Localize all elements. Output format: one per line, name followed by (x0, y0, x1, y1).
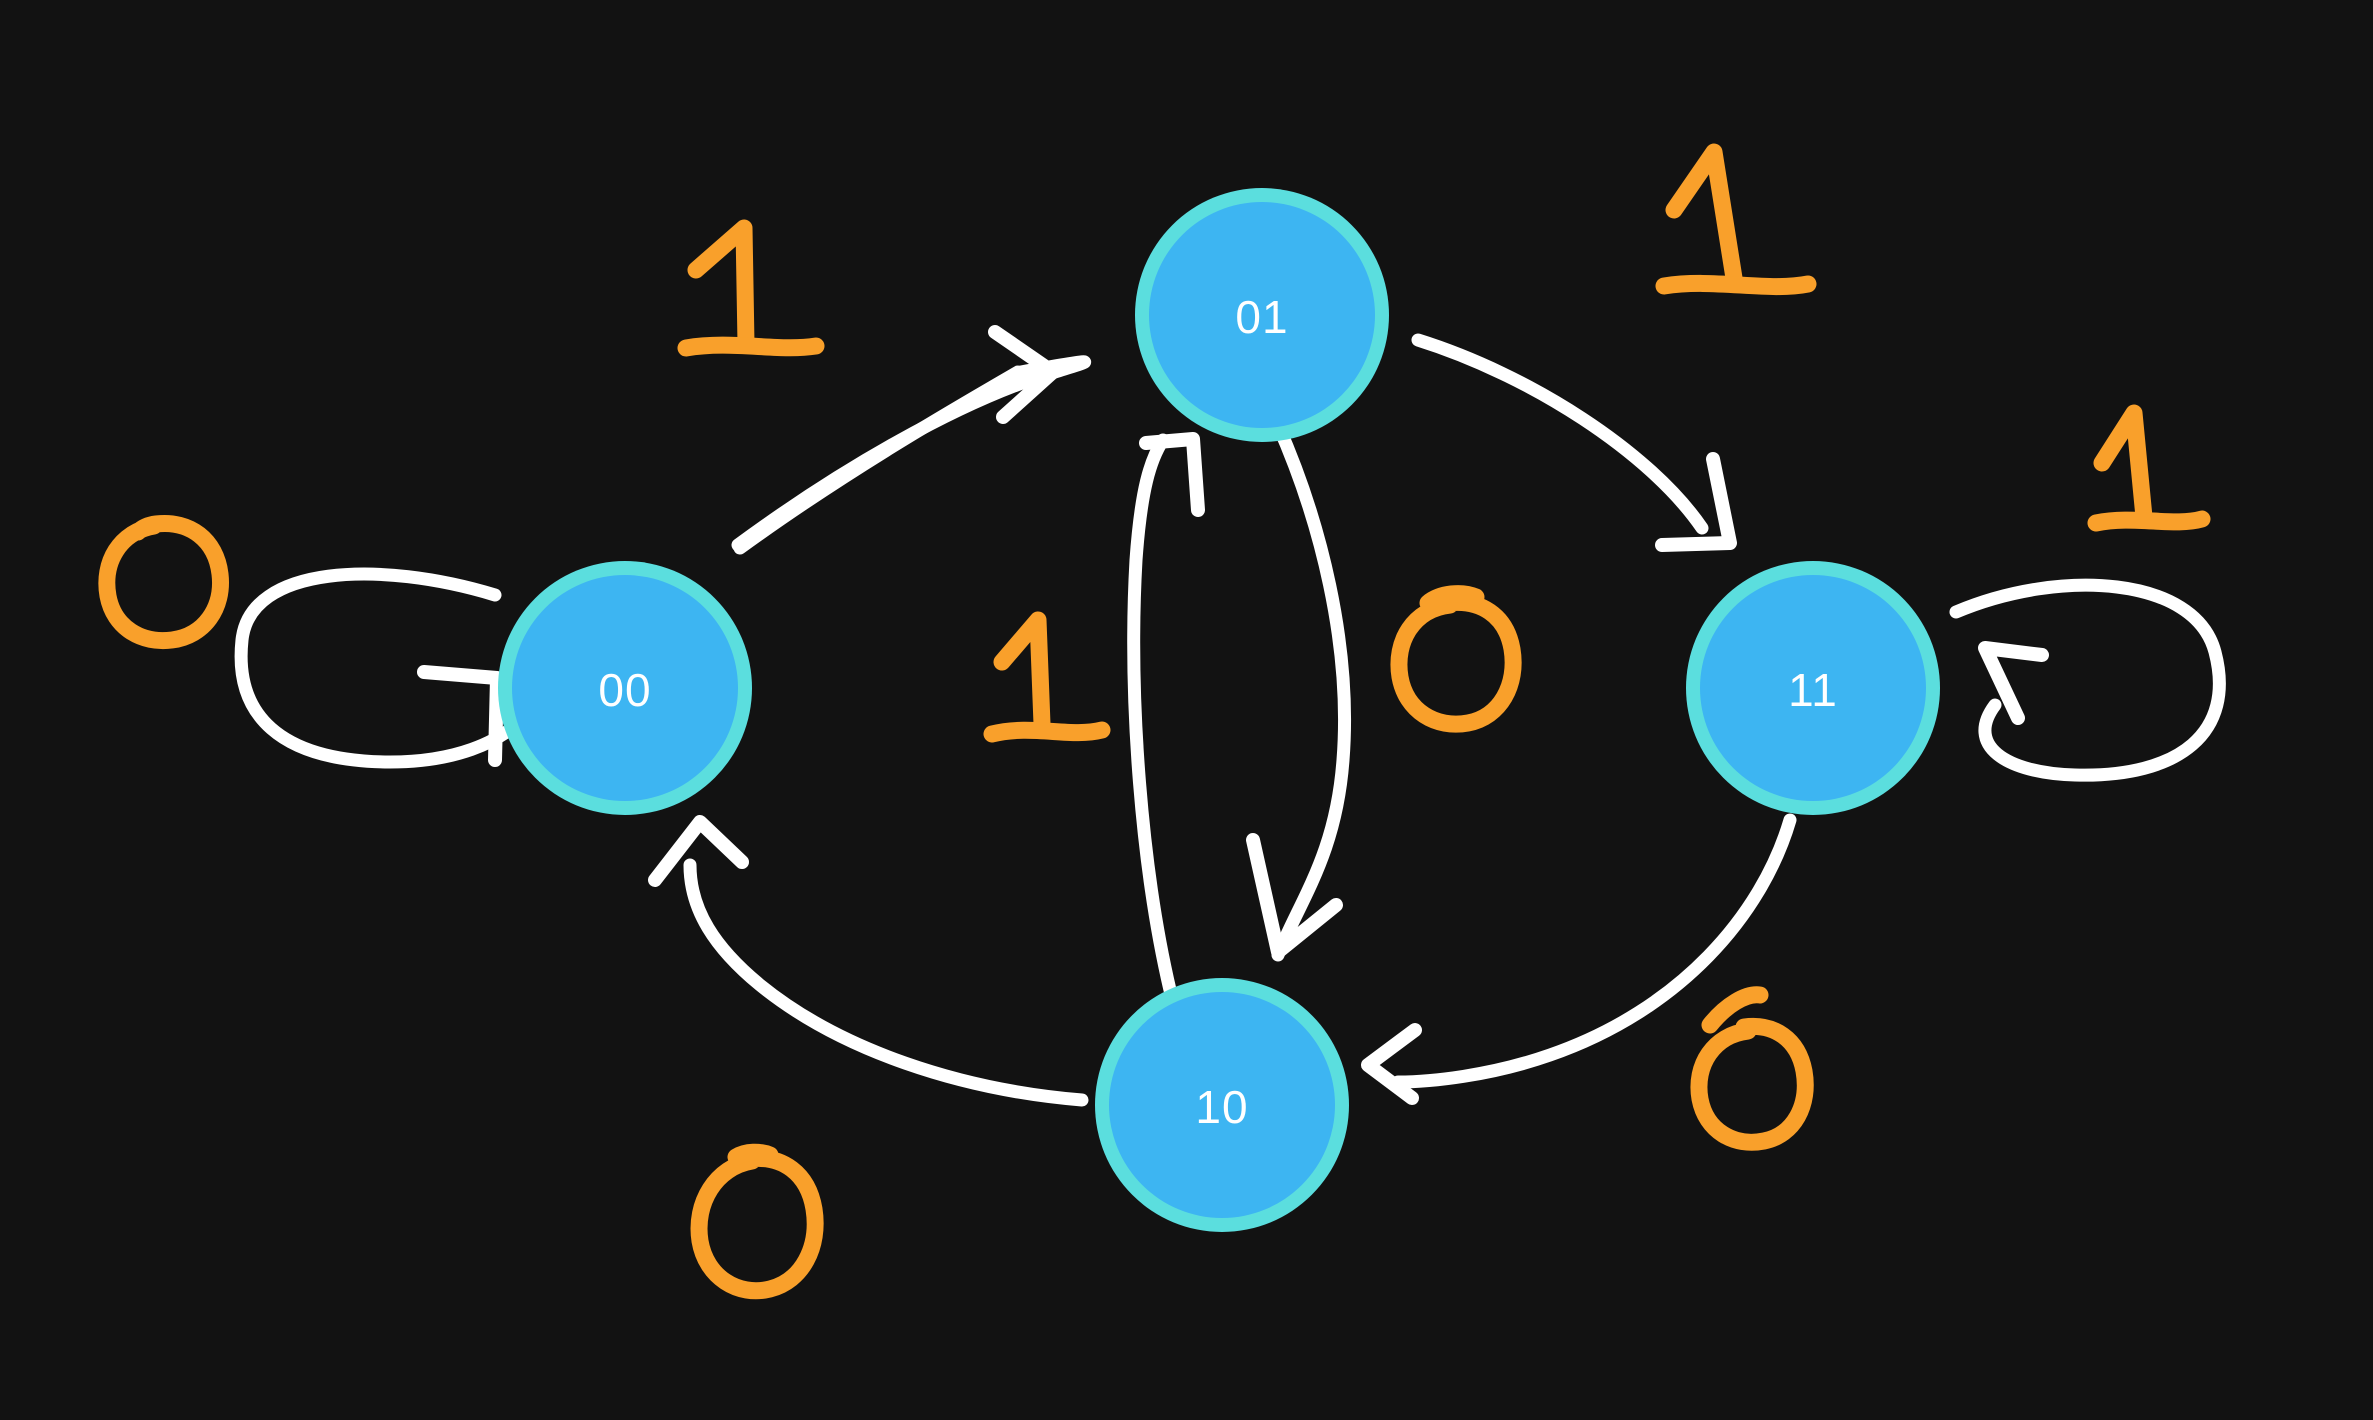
edge-label-01-to-11-one (1655, 143, 1817, 296)
state-node-11[interactable]: 11 (1686, 561, 1940, 815)
state-node-11-label: 11 (1788, 664, 1838, 716)
edge-label-01-to-10-zero (1390, 585, 1522, 733)
edge-label-11-to-10-zero (1690, 986, 1814, 1151)
edge-label-00-to-01-one (677, 219, 825, 357)
state-node-10[interactable]: 10 (1095, 978, 1349, 1232)
edge-01-to-11-transition[interactable] (1411, 333, 1737, 552)
edge-label-11-self-one (2087, 404, 2211, 532)
state-node-01[interactable]: 01 (1135, 188, 1389, 442)
edge-11-to-10-transition[interactable] (1361, 813, 1797, 1105)
edge-label-00-self-zero (98, 515, 229, 650)
state-node-01-fill (1149, 202, 1375, 428)
state-node-00-label: 00 (598, 664, 651, 716)
edge-00-to-00-self-loop[interactable] (234, 567, 530, 769)
state-node-00-fill (512, 575, 738, 801)
edge-11-to-11-self-loop[interactable] (1949, 578, 2226, 782)
edge-label-10-to-01-one (983, 611, 1111, 743)
edge-01-to-10-transition[interactable] (1246, 418, 1352, 962)
edge-10-to-00-transition[interactable] (648, 815, 1089, 1107)
state-node-00[interactable]: 00 (498, 561, 752, 815)
state-node-11-fill (1700, 575, 1926, 801)
state-node-10-fill (1109, 992, 1335, 1218)
edge-label-10-to-00-zero (690, 1143, 824, 1300)
state-node-01-label: 01 (1235, 291, 1288, 343)
edge-00-to-01-transition[interactable] (731, 325, 1092, 555)
edge-10-to-01-transition[interactable] (1127, 432, 1205, 997)
state-node-10-label: 10 (1195, 1081, 1248, 1133)
